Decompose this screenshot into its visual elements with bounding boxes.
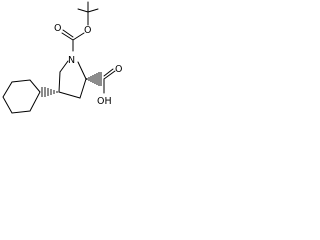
bond-acid-carbonyl-b — [103, 68, 114, 77]
bond-acid-carbonyl-a — [103, 70, 116, 80]
nitrogen-label: N — [68, 55, 75, 66]
structure-diagram: O O N O OH — [2, 1, 122, 114]
bond-ester-oxygen-to-carbonyl — [72, 32, 85, 41]
tert-butyl-group — [77, 1, 99, 26]
bond-c5-to-n — [59, 60, 69, 73]
hydroxyl-label: OH — [97, 96, 112, 107]
bond-tbu-methyl-right — [87, 8, 99, 13]
bond-c4-to-c5 — [58, 71, 61, 93]
carbamate-group — [61, 29, 85, 52]
bond-carbonyl-double-a — [61, 32, 74, 41]
bond-c2-to-c3 — [79, 78, 87, 99]
molecule-canvas: O O N O OH — [0, 0, 129, 128]
pyrrolidine-ring — [58, 60, 87, 99]
ester-oxygen-label: O — [84, 25, 91, 36]
stereo-bond-c4-cyclohexyl — [41, 87, 58, 97]
stereo-bond-c2-carboxyl — [86, 72, 102, 86]
bond-carbonyl-double-b — [62, 29, 74, 38]
bond-n-to-c2 — [77, 61, 87, 80]
carboxylic-acid-group — [103, 68, 116, 94]
cyclohexane-ring — [2, 79, 41, 114]
cyclohexane-outline — [2, 79, 41, 114]
acid-carbonyl-oxygen-label: O — [115, 64, 122, 75]
bond-tbu-methyl-left — [77, 8, 89, 13]
carbonyl-oxygen-label: O — [54, 23, 61, 34]
bond-c3-to-c4 — [58, 91, 81, 99]
